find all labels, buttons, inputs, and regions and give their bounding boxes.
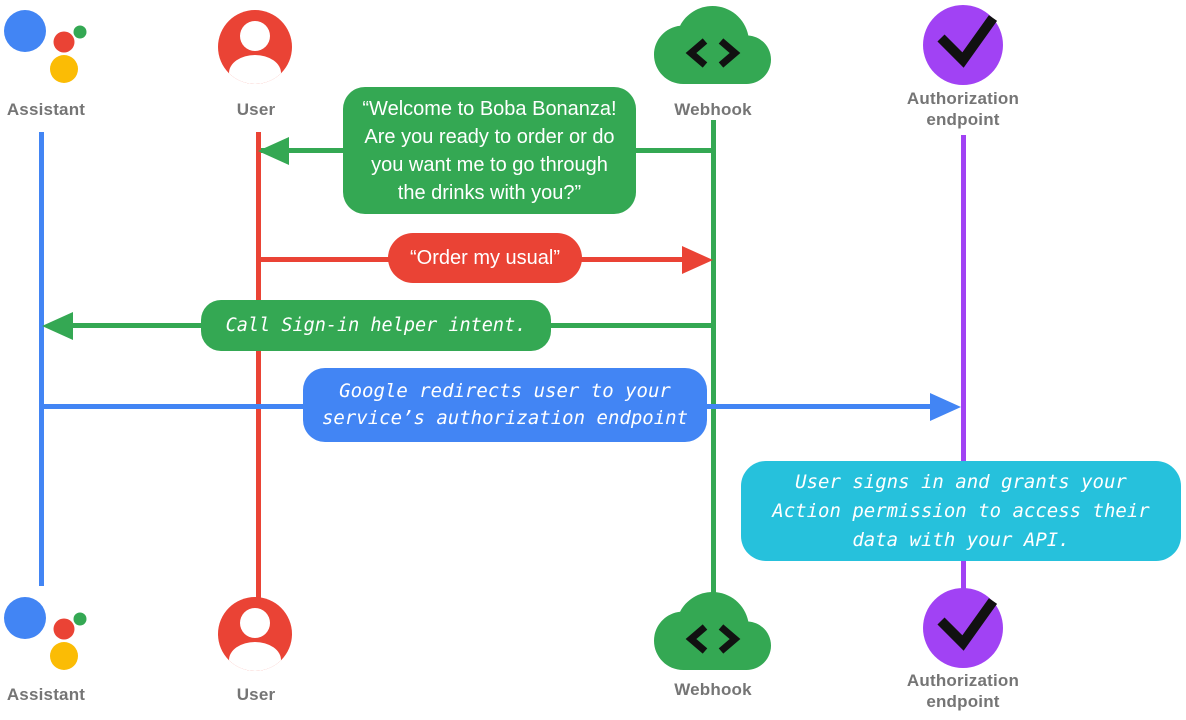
webhook-lifeline <box>711 120 716 594</box>
user-label: User <box>236 685 276 704</box>
person-icon <box>218 10 292 84</box>
arrowhead-right-icon <box>682 246 713 274</box>
google-assistant-logo-icon <box>4 597 87 670</box>
message-signin-helper-text: Call Sign-in helper intent. <box>225 315 527 336</box>
code-cloud-icon <box>654 592 771 670</box>
checkmark-circle-icon <box>923 588 1003 668</box>
user-label: User <box>236 100 276 119</box>
user-lifeline <box>256 132 261 598</box>
person-icon <box>218 597 292 671</box>
assistant-label: Assistant <box>6 100 86 119</box>
google-assistant-logo-icon <box>4 10 87 83</box>
webhook-label: Webhook <box>674 680 752 699</box>
message-welcome-text: “Welcome to Boba Bonanza! Are you ready … <box>362 97 617 204</box>
checkmark-circle-icon <box>923 5 1003 85</box>
assistant-lifeline <box>39 132 44 586</box>
arrowhead-left-icon <box>258 137 289 165</box>
message-redirect-bubble: Google redirects user to your service’s … <box>303 368 707 442</box>
message-welcome-bubble: “Welcome to Boba Bonanza! Are you ready … <box>343 87 636 214</box>
arrowhead-right-icon <box>930 393 961 421</box>
message-redirect-text: Google redirects user to your service’s … <box>321 380 689 429</box>
message-signin-helper-bubble: Call Sign-in helper intent. <box>201 300 551 351</box>
note-user-signs-in-bubble: User signs in and grants your Action per… <box>741 461 1181 561</box>
authorization-endpoint-label: Authorization endpoint <box>906 89 1020 129</box>
assistant-label: Assistant <box>6 685 86 704</box>
authorization-endpoint-lifeline <box>961 135 966 590</box>
note-user-signs-in-text: User signs in and grants your Action per… <box>772 470 1150 551</box>
code-cloud-icon <box>654 6 771 84</box>
message-order-text: “Order my usual” <box>409 247 561 269</box>
webhook-label: Webhook <box>674 100 752 119</box>
authorization-endpoint-label: Authorization endpoint <box>906 671 1020 711</box>
message-order-bubble: “Order my usual” <box>388 233 582 283</box>
arrowhead-left-icon <box>42 312 73 340</box>
